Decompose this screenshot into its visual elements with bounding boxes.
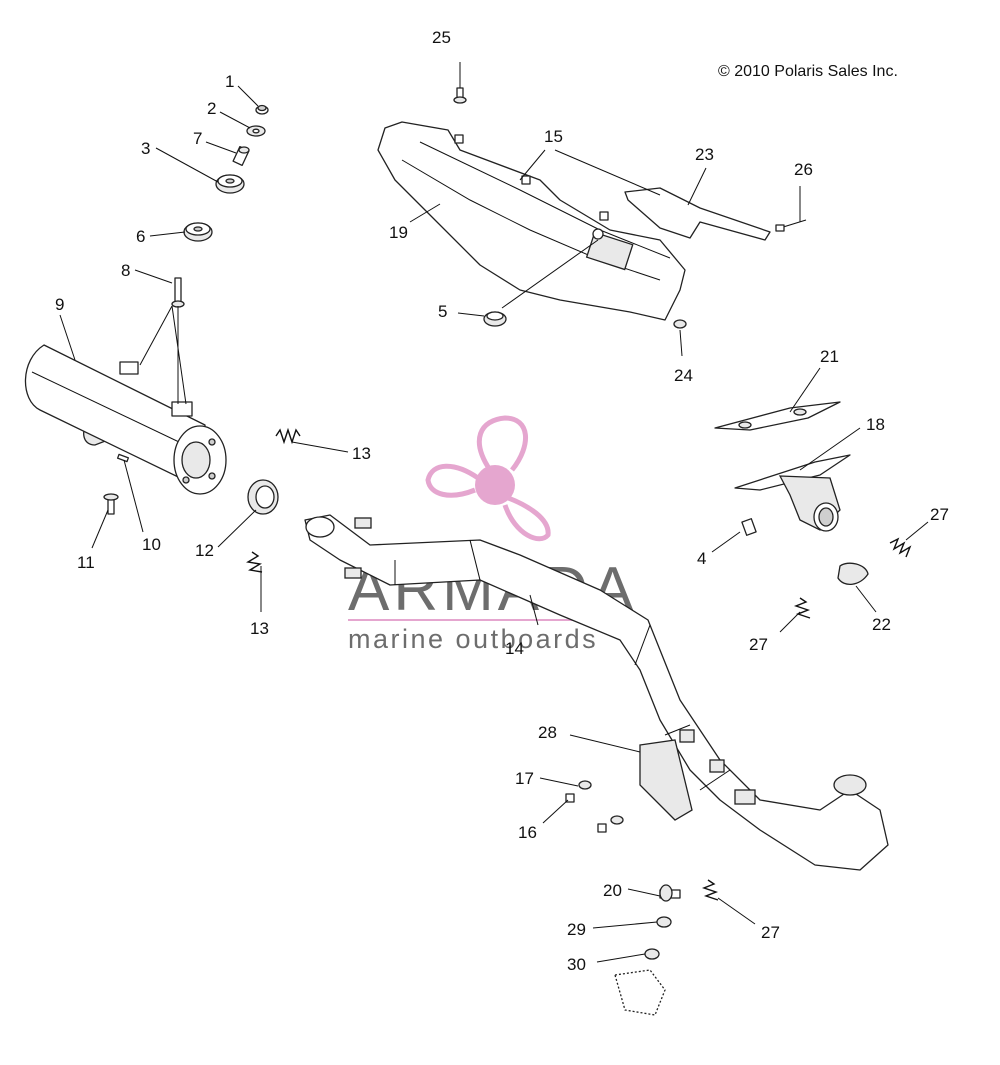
part-11-bolt — [103, 493, 119, 515]
part-30-mount-detail — [614, 969, 666, 1016]
callout-15: 15 — [544, 127, 563, 146]
part-12-seal — [247, 479, 279, 515]
part-27-spring-a — [889, 537, 912, 558]
part-18-flange — [734, 454, 851, 532]
callout-11: 11 — [77, 553, 95, 572]
part-23-shield-plate — [624, 187, 771, 241]
part-16-bolt — [565, 793, 575, 803]
part-20-bolt — [659, 884, 681, 902]
part-13-spring — [275, 427, 301, 445]
callout-25: 25 — [432, 28, 451, 47]
part-24-washer — [673, 319, 687, 329]
part-5-grommet — [483, 311, 507, 327]
part-26-pin — [775, 219, 807, 232]
callout-13-lower: 13 — [250, 619, 269, 638]
callout-8: 8 — [121, 261, 130, 280]
propeller-logo-icon — [425, 415, 551, 542]
callout-22: 22 — [872, 615, 891, 634]
callout-1: 1 — [225, 72, 234, 91]
callout-18: 18 — [866, 415, 885, 434]
part-30-nut — [644, 948, 660, 960]
part-2-washer — [246, 125, 266, 137]
propeller-hub-icon — [475, 465, 515, 505]
callout-28: 28 — [538, 723, 557, 742]
callout-14: 14 — [505, 639, 524, 658]
part-9-muffler — [24, 344, 227, 495]
callout-21: 21 — [820, 347, 839, 366]
callout-24: 24 — [674, 366, 693, 385]
part-19-heat-shield — [377, 121, 686, 321]
callout-3: 3 — [141, 139, 150, 158]
part-27-spring-c — [701, 879, 719, 901]
watermark-subtitle: marine outboards — [348, 624, 598, 654]
callout-labels: 1 2 7 3 6 8 9 13 10 11 12 13 25 15 19 5 … — [55, 28, 949, 974]
part-6-grommet — [183, 222, 213, 242]
part-16b-bolt — [597, 815, 624, 833]
callout-9: 9 — [55, 295, 64, 314]
part-7-spacer — [232, 145, 250, 167]
callout-27-right: 27 — [930, 505, 949, 524]
callout-13-upper: 13 — [352, 444, 371, 463]
part-10-gasket — [116, 453, 130, 463]
callout-6: 6 — [136, 227, 145, 246]
callout-29: 29 — [567, 920, 586, 939]
part-13-spring-lower — [246, 551, 263, 573]
callout-17: 17 — [515, 769, 534, 788]
part-4-stud — [741, 518, 757, 536]
part-21-gasket — [714, 401, 841, 431]
callout-7: 7 — [193, 129, 202, 148]
part-29-nut — [656, 916, 672, 928]
callout-4: 4 — [697, 549, 706, 568]
callout-19: 19 — [389, 223, 408, 242]
part-3-grommet — [215, 174, 245, 194]
callout-27-mid: 27 — [749, 635, 768, 654]
callout-12: 12 — [195, 541, 214, 560]
callout-16: 16 — [518, 823, 537, 842]
leader-lines — [59, 62, 929, 963]
part-8-mounting-stud — [171, 277, 185, 308]
part-28-bracket — [639, 739, 693, 821]
part-14-head-pipe — [304, 514, 889, 871]
part-25-bolt — [453, 87, 467, 104]
part-1-nut — [255, 104, 269, 115]
part-22-seal — [837, 562, 869, 585]
callout-27-bottom: 27 — [761, 923, 780, 942]
callout-5: 5 — [438, 302, 447, 321]
copyright-notice: © 2010 Polaris Sales Inc. — [718, 63, 898, 80]
part-27-spring-b — [793, 597, 811, 619]
callout-26: 26 — [794, 160, 813, 179]
callout-10: 10 — [142, 535, 161, 554]
callout-23: 23 — [695, 145, 714, 164]
callout-2: 2 — [207, 99, 216, 118]
callout-20: 20 — [603, 881, 622, 900]
part-17-washer — [578, 780, 592, 790]
callout-30: 30 — [567, 955, 586, 974]
